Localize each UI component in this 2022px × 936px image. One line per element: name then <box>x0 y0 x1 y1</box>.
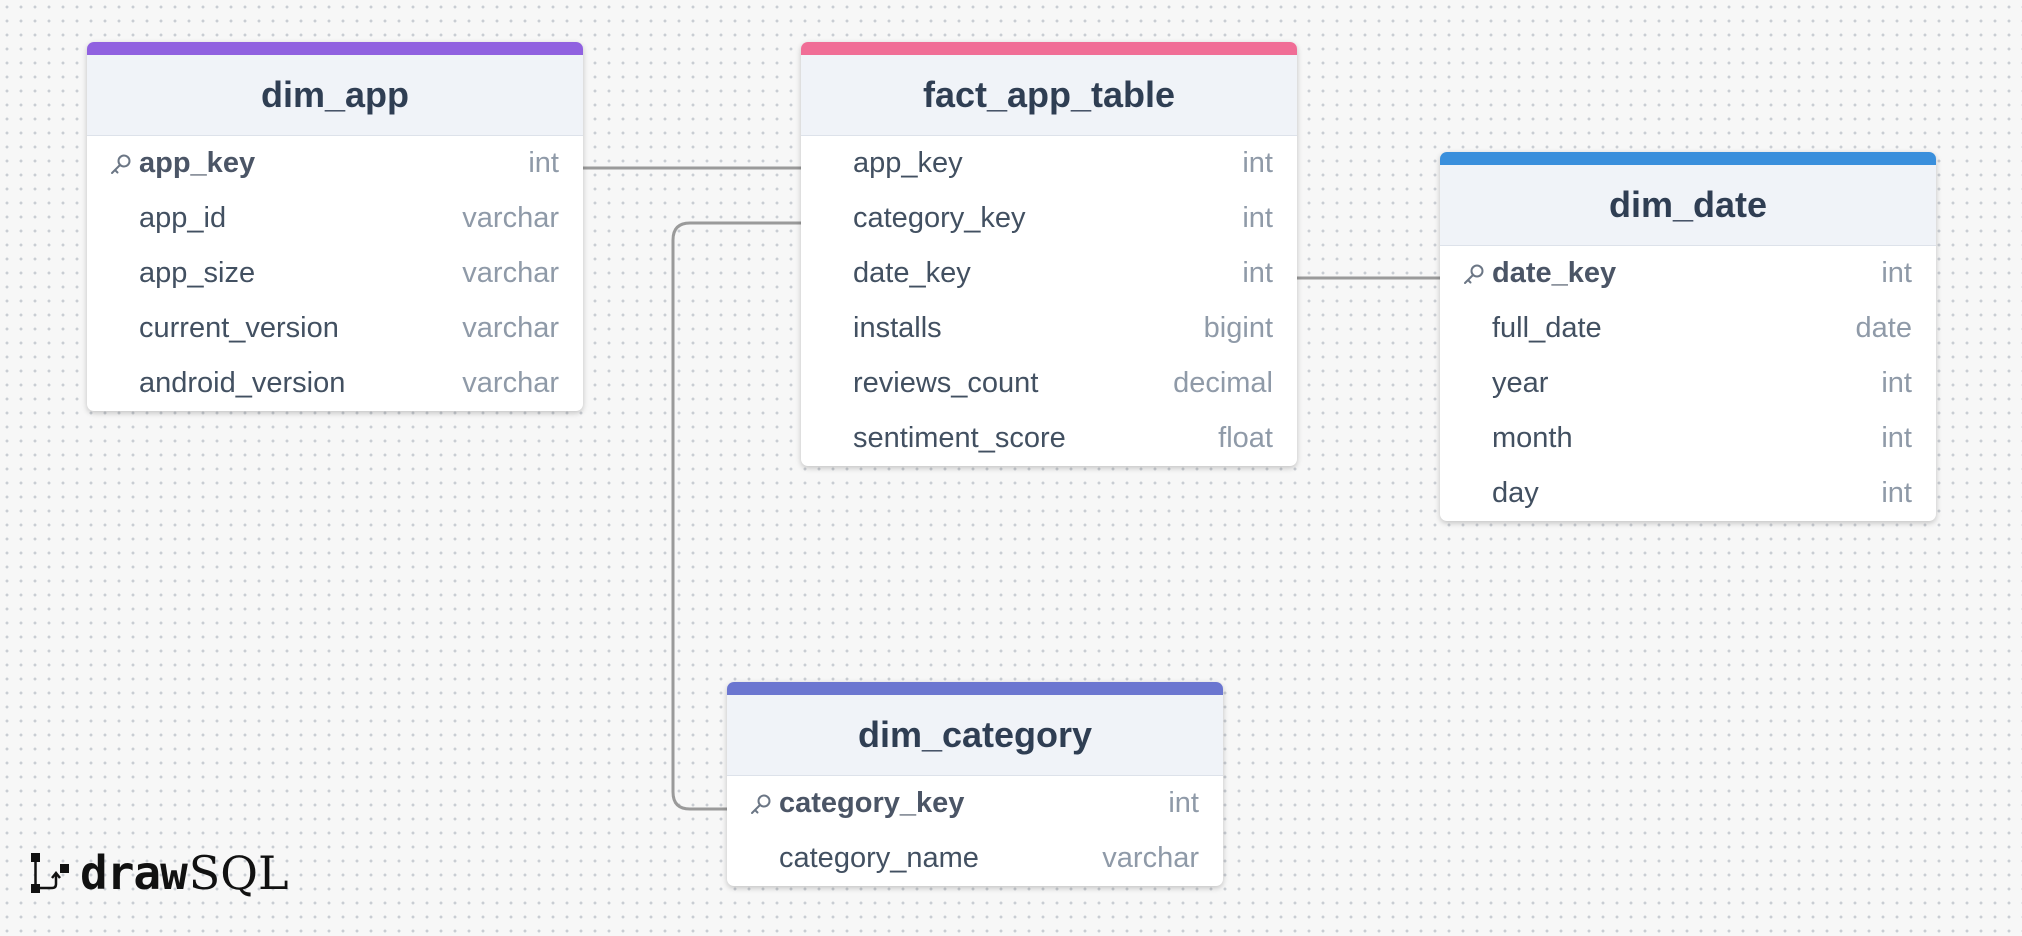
column-type: int <box>1881 477 1912 509</box>
column-name: full_date <box>1492 312 1602 344</box>
column-row[interactable]: app_size varchar <box>87 246 583 301</box>
column-type: int <box>1242 257 1273 289</box>
drawsql-logo-icon <box>31 853 69 893</box>
column-name: date_key <box>1492 257 1617 289</box>
column-name: app_key <box>139 147 256 179</box>
column-name: app_key <box>853 147 963 179</box>
column-name: current_version <box>139 312 339 344</box>
column-row[interactable]: date_key int <box>1440 246 1936 301</box>
column-type: int <box>528 147 559 179</box>
column-type: int <box>1881 367 1912 399</box>
column-type: varchar <box>462 202 559 234</box>
connector-category-key <box>671 221 801 811</box>
column-row[interactable]: day int <box>1440 466 1936 521</box>
table-title[interactable]: dim_date <box>1440 165 1936 246</box>
column-name: category_key <box>779 787 965 819</box>
logo-text-draw: draw <box>80 846 188 900</box>
column-row[interactable]: sentiment_score float <box>801 411 1297 466</box>
column-name: sentiment_score <box>853 422 1066 454</box>
column-type: int <box>1168 787 1199 819</box>
drawsql-logo[interactable]: draw SQL <box>30 846 289 900</box>
table-title[interactable]: dim_app <box>87 55 583 136</box>
column-name: year <box>1492 367 1549 399</box>
column-type: int <box>1242 147 1273 179</box>
column-row[interactable]: year int <box>1440 356 1936 411</box>
key-slot <box>1462 262 1492 286</box>
column-type: int <box>1242 202 1273 234</box>
table-accent-bar <box>1440 152 1936 165</box>
column-type: int <box>1881 257 1912 289</box>
column-row[interactable]: full_date date <box>1440 301 1936 356</box>
column-row[interactable]: category_name varchar <box>727 831 1223 886</box>
column-row[interactable]: current_version varchar <box>87 301 583 356</box>
column-type: decimal <box>1173 367 1273 399</box>
table-title[interactable]: fact_app_table <box>801 55 1297 136</box>
column-name: category_key <box>853 202 1026 234</box>
column-list: category_key int category_name varchar <box>727 776 1223 886</box>
column-type: varchar <box>462 312 559 344</box>
column-name: month <box>1492 422 1573 454</box>
column-name: android_version <box>139 367 346 399</box>
column-type: bigint <box>1203 312 1273 344</box>
table-accent-bar <box>801 42 1297 55</box>
column-type: date <box>1855 312 1912 344</box>
column-type: varchar <box>462 257 559 289</box>
table-accent-bar <box>87 42 583 55</box>
column-row[interactable]: date_key int <box>801 246 1297 301</box>
logo-text-sql: SQL <box>188 846 289 900</box>
column-type: varchar <box>1102 842 1199 874</box>
column-name: reviews_count <box>853 367 1039 399</box>
key-slot <box>109 152 139 176</box>
table-dim-category[interactable]: dim_category category_key int category_nam… <box>727 682 1223 886</box>
table-title[interactable]: dim_category <box>727 695 1223 776</box>
column-row[interactable]: android_version varchar <box>87 356 583 411</box>
column-row[interactable]: category_key int <box>801 191 1297 246</box>
column-row[interactable]: installs bigint <box>801 301 1297 356</box>
key-icon <box>111 154 131 174</box>
column-type: int <box>1881 422 1912 454</box>
table-accent-bar <box>727 682 1223 695</box>
key-icon <box>751 794 771 814</box>
column-name: category_name <box>779 842 979 874</box>
column-name: app_id <box>139 202 227 234</box>
column-name: app_size <box>139 257 256 289</box>
key-icon <box>1464 264 1484 284</box>
column-row[interactable]: category_key int <box>727 776 1223 831</box>
column-type: varchar <box>462 367 559 399</box>
column-name: date_key <box>853 257 971 289</box>
key-slot <box>749 792 779 816</box>
column-row[interactable]: app_id varchar <box>87 191 583 246</box>
column-type: float <box>1218 422 1273 454</box>
column-name: installs <box>853 312 942 344</box>
column-row[interactable]: app_key int <box>801 136 1297 191</box>
column-name: day <box>1492 477 1539 509</box>
column-row[interactable]: app_key int <box>87 136 583 191</box>
column-row[interactable]: month int <box>1440 411 1936 466</box>
column-row[interactable]: reviews_count decimal <box>801 356 1297 411</box>
